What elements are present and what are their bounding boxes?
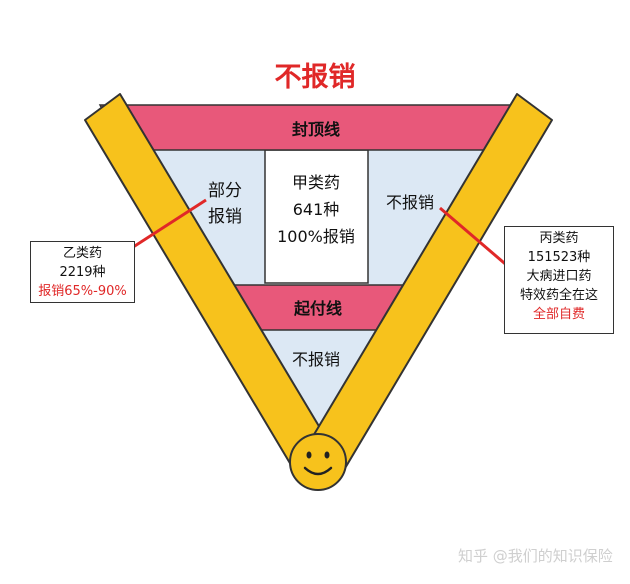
left-callout-line3: 报销65%-90% <box>38 284 127 299</box>
right-callout-line5: 全部自费 <box>532 307 585 322</box>
left-callout-line2: 2219种 <box>59 265 106 280</box>
deductible-label: 起付线 <box>293 299 342 318</box>
right-callout-line4: 特效药全在这 <box>519 288 598 303</box>
right-zone-label: 不报销 <box>386 193 434 212</box>
page-title: 不报销 <box>274 62 356 93</box>
right-connector-line <box>439 206 511 270</box>
smiley-icon <box>289 433 347 491</box>
bottom-zone <box>255 330 378 445</box>
center-line3: 100%报销 <box>277 227 355 246</box>
right-callout-line1: 丙类药 <box>539 231 579 246</box>
left-zone-line1: 部分 <box>208 181 242 201</box>
center-line1: 甲类药 <box>292 173 340 192</box>
left-callout-line1: 乙类药 <box>62 246 102 261</box>
center-box <box>264 149 369 284</box>
center-line2: 641种 <box>293 200 340 219</box>
right-callout-box: 丙类药 151523种 大病进口药 特效药全在这 全部自费 <box>504 226 614 334</box>
bottom-zone-label: 不报销 <box>292 350 340 369</box>
watermark: 知乎 @我们的知识保险 <box>458 547 613 565</box>
right-callout-line2: 151523种 <box>527 250 591 265</box>
ceiling-label: 封顶线 <box>292 120 340 139</box>
right-callout-line3: 大病进口药 <box>526 269 592 284</box>
right-zone <box>368 145 493 285</box>
left-callout-box: 乙类药 2219种 报销65%-90% <box>30 241 135 303</box>
left-zone-line2: 报销 <box>208 207 242 227</box>
